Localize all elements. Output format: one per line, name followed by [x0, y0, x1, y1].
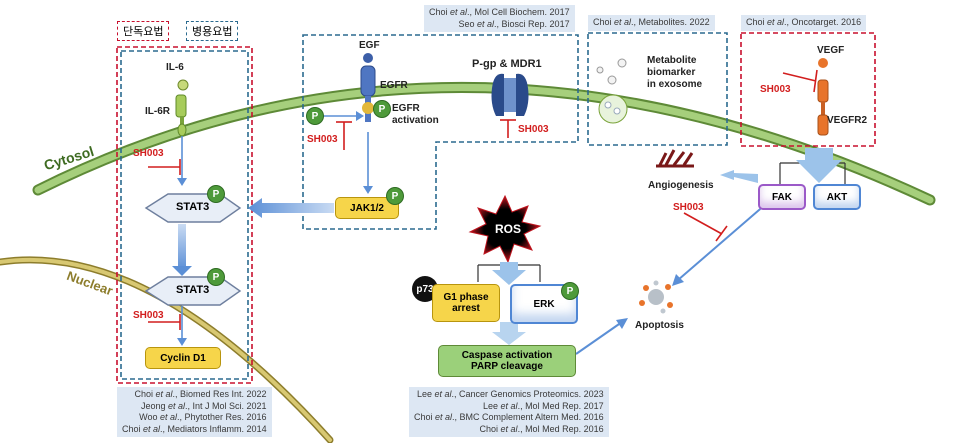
cyclin-d1-box: Cyclin D1 [145, 347, 221, 369]
akt-box: AKT [813, 184, 861, 210]
g1-arrest-box: G1 phase arrest [432, 284, 500, 322]
ref-egfr: Choi et al., Mol Cell Biochem. 2017 Seo … [424, 5, 575, 32]
ref-ros-1: Lee et al., Mol Med Rep. 2017 [483, 400, 604, 411]
left-red-frame [116, 46, 253, 384]
vegfr2-receptor-graphic [817, 58, 829, 136]
ref-egfr-1: Seo et al., Biosci Rep. 2017 [458, 18, 570, 29]
il6-label: IL-6 [166, 62, 184, 73]
ref-metabolite: Choi et al., Metabolites. 2022 [588, 15, 715, 31]
metabolite-blue-frame [587, 32, 728, 146]
phospho-badge-erk: P [561, 282, 579, 300]
exosome-graphic [596, 58, 628, 124]
il6r-label: IL-6R [145, 106, 170, 117]
egfr-blue-frame [302, 34, 579, 230]
ref-vegf-0: Choi et al., Oncotarget. 2016 [746, 17, 862, 27]
phospho-badge-stat3-top: P [207, 185, 225, 203]
il6r-receptor-graphic [175, 79, 189, 137]
sh003-fak: SH003 [673, 202, 704, 213]
phospho-badge-jak: P [386, 187, 404, 205]
vegfr2-label: VEGFR2 [827, 115, 868, 126]
apoptosis-label: Apoptosis [635, 320, 684, 331]
ref-egfr-0: Choi et al., Mol Cell Biochem. 2017 [429, 7, 570, 17]
pgp-label: P-gp & MDR1 [472, 58, 542, 70]
sh003-left-bottom: SH003 [133, 310, 164, 321]
ref-metabolite-0: Choi et al., Metabolites. 2022 [593, 17, 710, 27]
angiogenesis-label: Angiogenesis [648, 180, 714, 191]
ref-left: Choi et al., Biomed Res Int. 2022 Jeong … [117, 387, 272, 437]
angiogenesis-icon-graphic [656, 149, 694, 168]
jak12-box: JAK1/2 [335, 197, 399, 219]
ref-ros: Lee et al., Cancer Genomics Proteomics. … [409, 387, 609, 437]
erk-box: ERK [510, 284, 578, 324]
stat3-bottom-label: STAT3 [176, 284, 210, 296]
jak-to-stat3-arrow [248, 198, 334, 218]
ref-ros-2: Choi et al., BMC Complement Altern Med. … [414, 412, 604, 422]
sh003-pgp: SH003 [518, 124, 549, 135]
metabolite-label: Metabolite biomarker in exosome [647, 55, 703, 90]
ref-left-3: Choi et al., Mediators Inflamm. 2014 [122, 423, 267, 434]
sh003-egfr: SH003 [307, 134, 338, 145]
ref-vegf: Choi et al., Oncotarget. 2016 [741, 15, 867, 31]
ref-left-2: Woo et al., Phytother Res. 2016 [139, 412, 267, 422]
stat3-top-label: STAT3 [176, 201, 210, 213]
caspase-box: Caspase activation PARP cleavage [438, 345, 576, 377]
egfr-activation-label: EGFR activation [392, 103, 439, 126]
apoptosis-graphic [639, 280, 673, 314]
ros-label: ROS [495, 222, 522, 236]
sh003-left-top: SH003 [133, 148, 164, 159]
left-blue-frame [120, 50, 249, 380]
ref-ros-3: Choi et al., Mol Med Rep. 2016 [479, 423, 604, 434]
phospho-badge-stat3-bottom: P [207, 268, 225, 286]
fak-box: FAK [758, 184, 806, 210]
phospho-badge-egfr-right: P [373, 100, 391, 118]
vegf-red-frame [740, 32, 876, 147]
ref-left-0: Choi et al., Biomed Res Int. 2022 [134, 389, 267, 399]
egf-label: EGF [359, 40, 380, 51]
legend-combination: 병용요법 [186, 21, 239, 41]
ref-left-1: Jeong et al., Int J Mol Sci. 2021 [140, 400, 267, 411]
pgp-transporter-graphic [491, 73, 529, 116]
ref-ros-0: Lee et al., Cancer Genomics Proteomics. … [416, 389, 604, 399]
sh003-vegf: SH003 [760, 84, 791, 95]
legend-monotherapy: 단독요법 [117, 21, 170, 41]
phospho-badge-egfr-left: P [306, 107, 324, 125]
egfr-receptor-graphic [360, 53, 376, 122]
egfr-label: EGFR [380, 80, 408, 91]
vegf-label: VEGF [817, 45, 845, 56]
